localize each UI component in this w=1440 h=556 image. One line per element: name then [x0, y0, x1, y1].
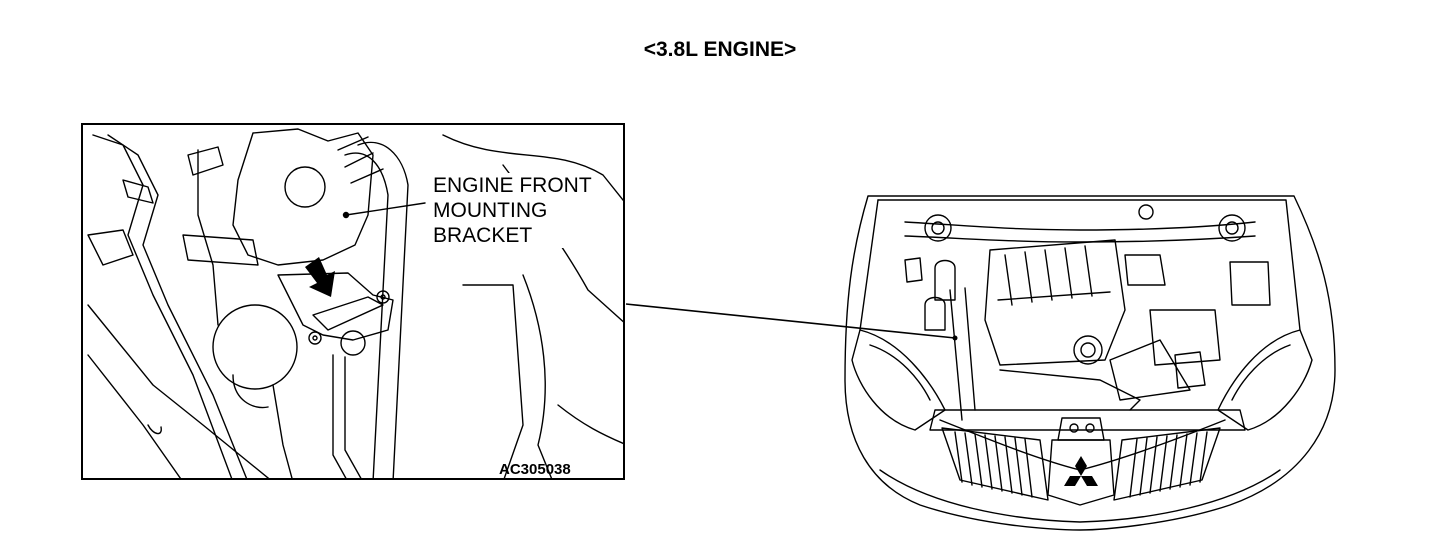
- engine-mount-detail-illustration: [87, 128, 623, 478]
- callout-line-2: MOUNTING: [433, 199, 548, 222]
- callout-line-3: BRACKET: [433, 224, 533, 247]
- callout-label: ENGINE FRONT MOUNTING BRACKET: [431, 173, 594, 248]
- page-title: <3.8L ENGINE>: [643, 38, 797, 61]
- detail-view: ENGINE FRONT MOUNTING BRACKET AC305038: [81, 123, 625, 480]
- pointer-arrow-icon: [305, 257, 335, 297]
- figure-id: AC305038: [499, 461, 571, 478]
- callout-line-1: ENGINE FRONT: [433, 174, 592, 197]
